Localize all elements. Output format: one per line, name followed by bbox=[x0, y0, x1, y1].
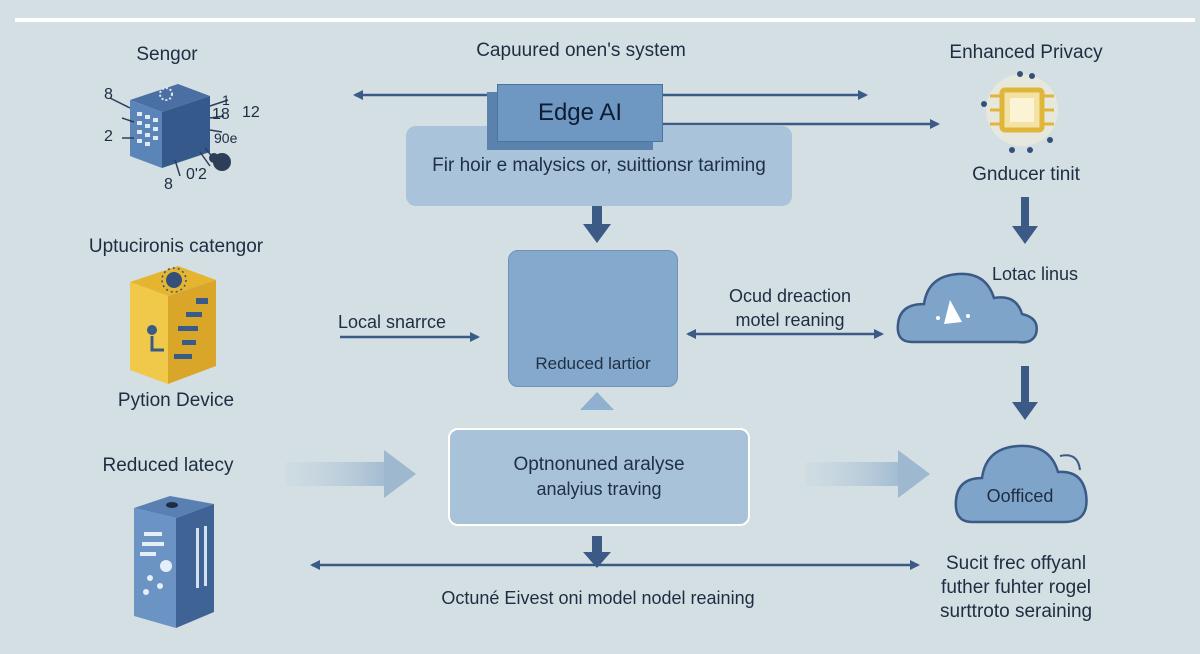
opt-line2: analyius traving bbox=[536, 479, 662, 499]
sensor-num-2: 2 bbox=[104, 128, 113, 145]
cloud-icon bbox=[896, 272, 1038, 344]
arrow-desc-to-center bbox=[583, 197, 611, 243]
reduced-latency-label: Reduced latecy bbox=[102, 455, 234, 476]
sensor-label: Sengor bbox=[136, 44, 198, 65]
bottom-center-label: Octuné Eivest oni model nodel reaining bbox=[441, 588, 755, 608]
local-snarrce-label: Local snarrce bbox=[338, 312, 447, 332]
sensor-num-8a: 8 bbox=[104, 86, 113, 103]
ocud-line1: Ocud dreaction bbox=[728, 286, 852, 306]
python-device-label: Pytion Device bbox=[117, 390, 235, 411]
sensor-num-12: 12 bbox=[242, 104, 260, 121]
uptucironis-label: Uptucironis catengor bbox=[88, 236, 264, 257]
fade-arrow-right bbox=[806, 450, 930, 498]
description-text: Fir hoir e malysics or, suittionsr tarim… bbox=[432, 155, 766, 176]
gnducer-tinit-label: Gnducer tinit bbox=[972, 164, 1080, 185]
sensor-num-90e: 90e bbox=[214, 130, 238, 146]
edge-ai-tab: Edge AI bbox=[497, 84, 663, 142]
privacy-chip-icon bbox=[981, 71, 1058, 153]
python-device-icon bbox=[130, 266, 216, 384]
sensor-num-18: 18 bbox=[212, 106, 230, 123]
cloud-office-icon bbox=[954, 444, 1088, 524]
optimization-box: Optnonuned aralyse analyius traving bbox=[448, 428, 750, 526]
lotac-linus-label: Lotac linus bbox=[992, 264, 1079, 284]
opt-line1: Optnonuned aralyse bbox=[513, 454, 685, 475]
fade-arrow-left bbox=[286, 450, 416, 498]
sensor-num-02: 0'2 bbox=[186, 166, 207, 183]
enhanced-privacy-label: Enhanced Privacy bbox=[949, 42, 1103, 63]
ocud-line2: motel reaning bbox=[735, 310, 845, 330]
oofficed-label: Oofficed bbox=[986, 486, 1054, 506]
top-divider bbox=[15, 18, 1195, 22]
center-processing-box: Reduced lartior bbox=[508, 250, 678, 387]
arrow-cloud-to-cloud bbox=[1012, 366, 1038, 420]
arrow-gnducer-to-cloud bbox=[1012, 197, 1038, 244]
sensor-num-1: 1 bbox=[222, 92, 230, 108]
reduced-lartior-label: Reduced lartior bbox=[535, 354, 651, 373]
edge-ai-label: Edge AI bbox=[537, 99, 623, 126]
sensor-cube-icon bbox=[109, 84, 231, 177]
up-triangle bbox=[580, 392, 614, 410]
bottom-right-label: Sucit frec offyanl futher fuhter rogel s… bbox=[940, 553, 1093, 622]
top-title: Capuured onen's system bbox=[476, 40, 686, 61]
arrow-opt-down bbox=[583, 536, 611, 568]
sensor-num-8b: 8 bbox=[164, 176, 173, 193]
edge-device-icon bbox=[134, 496, 214, 628]
